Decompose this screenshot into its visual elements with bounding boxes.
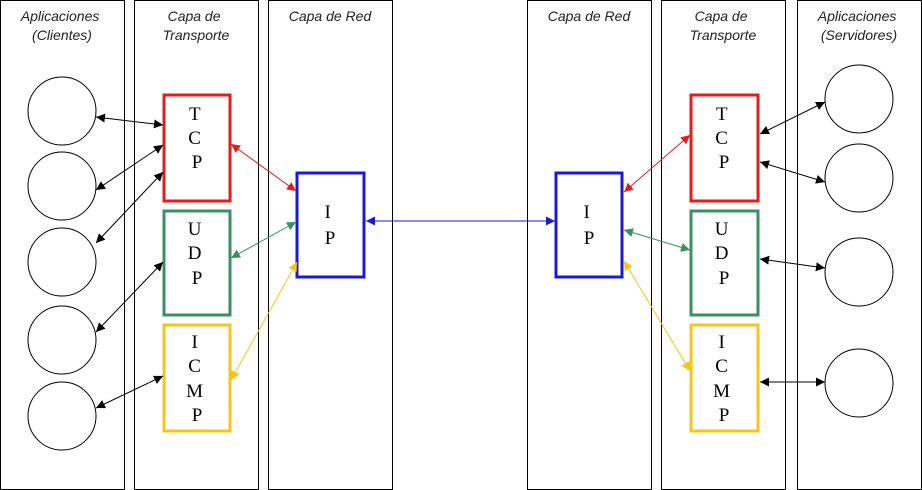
arrow-left-tcp-ip [230, 143, 297, 192]
title-left-transport: Capa de Transporte [163, 8, 230, 43]
client-app-1 [27, 76, 97, 146]
left-icmp-box [162, 323, 232, 433]
arrow-client5-icmp [95, 375, 164, 409]
title-left-network: Capa de Red [289, 8, 373, 24]
right-tcp-label: T C P [715, 104, 732, 173]
right-udp-label: U D P [715, 219, 733, 289]
client-app-2 [27, 151, 97, 221]
arrow-tcp-server2 [759, 160, 826, 184]
left-udp-box [162, 209, 232, 317]
title-right-network: Capa de Red [548, 8, 632, 24]
client-app-3 [27, 227, 97, 297]
arrow-right-ip-tcp [623, 134, 691, 193]
client-app-4 [27, 305, 97, 375]
left-icmp-label: I C M P [186, 332, 208, 426]
right-ip-label: I P [583, 202, 594, 249]
server-app-2 [824, 143, 894, 213]
left-tcp-box [162, 93, 232, 203]
arrow-udp-server3 [759, 255, 826, 272]
server-app-3 [824, 237, 894, 307]
left-tcp-label: T C P [188, 104, 205, 173]
right-icmp-label: I C M P [713, 332, 735, 426]
arrow-left-icmp-ip [230, 261, 298, 381]
server-app-1 [824, 64, 894, 134]
arrow-right-ip-icmp [623, 260, 691, 372]
arrow-client3-tcp [95, 171, 164, 244]
arrow-client1-tcp [95, 113, 164, 129]
right-udp-box [689, 209, 760, 317]
title-left-apps: Aplicaciones (Clientes) [20, 8, 104, 43]
right-tcp-box [689, 93, 760, 203]
right-ip-box [554, 171, 624, 279]
left-ip-box [295, 171, 366, 279]
title-right-transport: Capa de Transporte [690, 8, 757, 43]
arrow-right-ip-udp [623, 228, 691, 252]
client-app-5 [27, 381, 97, 451]
right-icmp-box [689, 323, 760, 433]
left-udp-label: U D P [188, 219, 206, 289]
arrow-client4-udp [95, 261, 164, 333]
left-ip-label: I P [324, 202, 335, 249]
server-app-4 [824, 348, 894, 418]
arrow-left-udp-ip [230, 221, 297, 259]
arrow-tcp-server1 [759, 101, 826, 135]
title-right-apps: Aplicaciones (Servidores) [817, 8, 901, 43]
